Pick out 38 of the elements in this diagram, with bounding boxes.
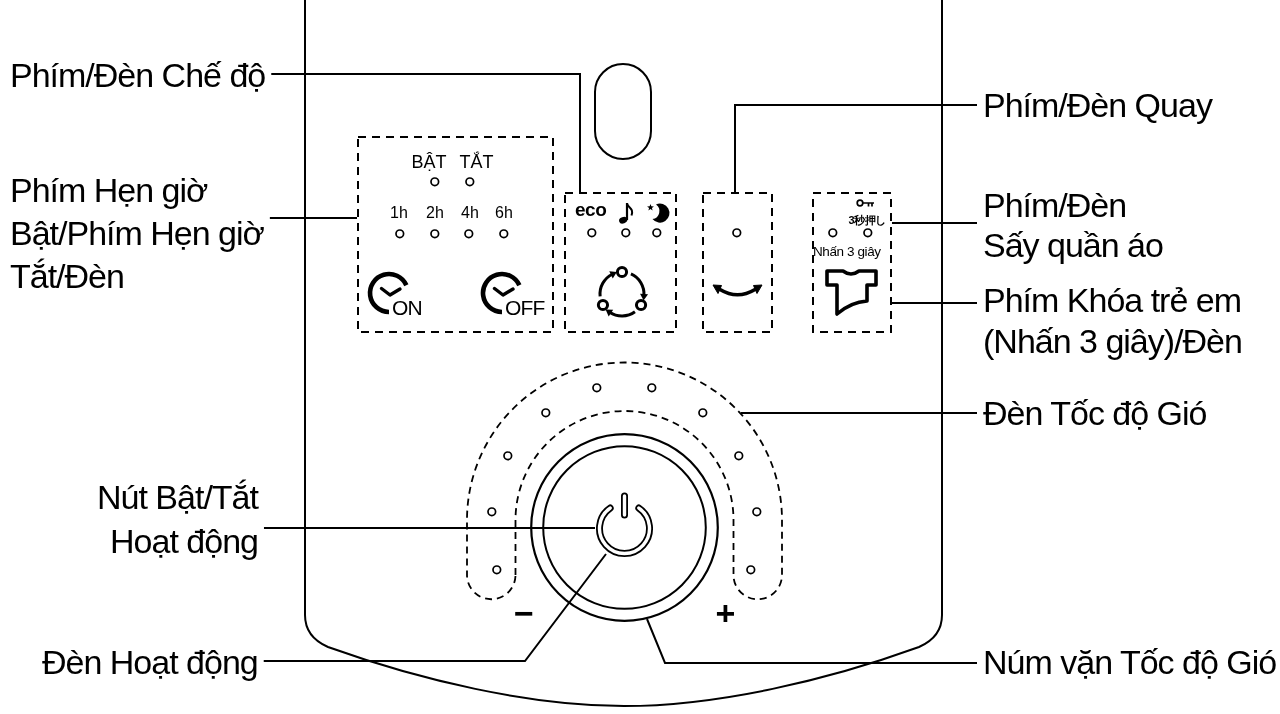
leader-line bbox=[740, 412, 978, 414]
panel-label: OFF bbox=[505, 295, 545, 320]
dashed-box bbox=[812, 192, 892, 333]
leader-line bbox=[268, 217, 358, 219]
oval-window bbox=[594, 63, 652, 160]
leader-line bbox=[891, 302, 978, 304]
power-icon bbox=[595, 492, 654, 559]
leader-line bbox=[262, 527, 596, 529]
leader-line bbox=[891, 222, 978, 224]
leader-line bbox=[646, 618, 978, 664]
callout-label: Phím/Đèn Chế độ bbox=[10, 54, 266, 97]
dashed-box bbox=[357, 136, 554, 333]
dashed-box bbox=[702, 192, 773, 333]
panel-label: eco bbox=[575, 199, 607, 222]
callout-label: Phím/Đèn Quay bbox=[983, 84, 1212, 127]
panel-label: 1h bbox=[390, 204, 408, 223]
callout-label: Phím Khóa trẻ em (Nhấn 3 giây)/Đèn bbox=[983, 279, 1242, 362]
panel-label: TẮT bbox=[459, 152, 494, 174]
callout-label: Đèn Tốc độ Gió bbox=[983, 392, 1207, 435]
panel-label: 4h bbox=[461, 204, 479, 223]
callout-label: Nút Bật/Tắt Hoạt động bbox=[97, 475, 258, 564]
callout-label: Đèn Hoạt động bbox=[42, 641, 258, 684]
callout-label: Núm vặn Tốc độ Gió bbox=[983, 641, 1277, 684]
panel-label: 3秒押し bbox=[848, 213, 886, 227]
panel-label: ON bbox=[392, 295, 422, 320]
leader-line bbox=[270, 73, 581, 193]
dashed-box bbox=[564, 192, 677, 333]
plus-sign: + bbox=[715, 593, 736, 633]
light-ring bbox=[466, 361, 783, 601]
callout-label: Phím Hẹn giờ Bật/Phím Hẹn giờ Tắt/Đèn bbox=[10, 168, 264, 298]
leader-line bbox=[734, 104, 978, 193]
panel-label: 2h bbox=[426, 204, 444, 223]
panel-label: BẬT bbox=[411, 152, 447, 174]
panel-label: Nhấn 3 giây bbox=[813, 243, 881, 260]
leader-line bbox=[262, 553, 607, 662]
minus-sign: − bbox=[514, 593, 534, 633]
panel-label: 6h bbox=[495, 204, 513, 223]
callout-label: Phím/Đèn Sấy quần áo bbox=[983, 185, 1163, 266]
